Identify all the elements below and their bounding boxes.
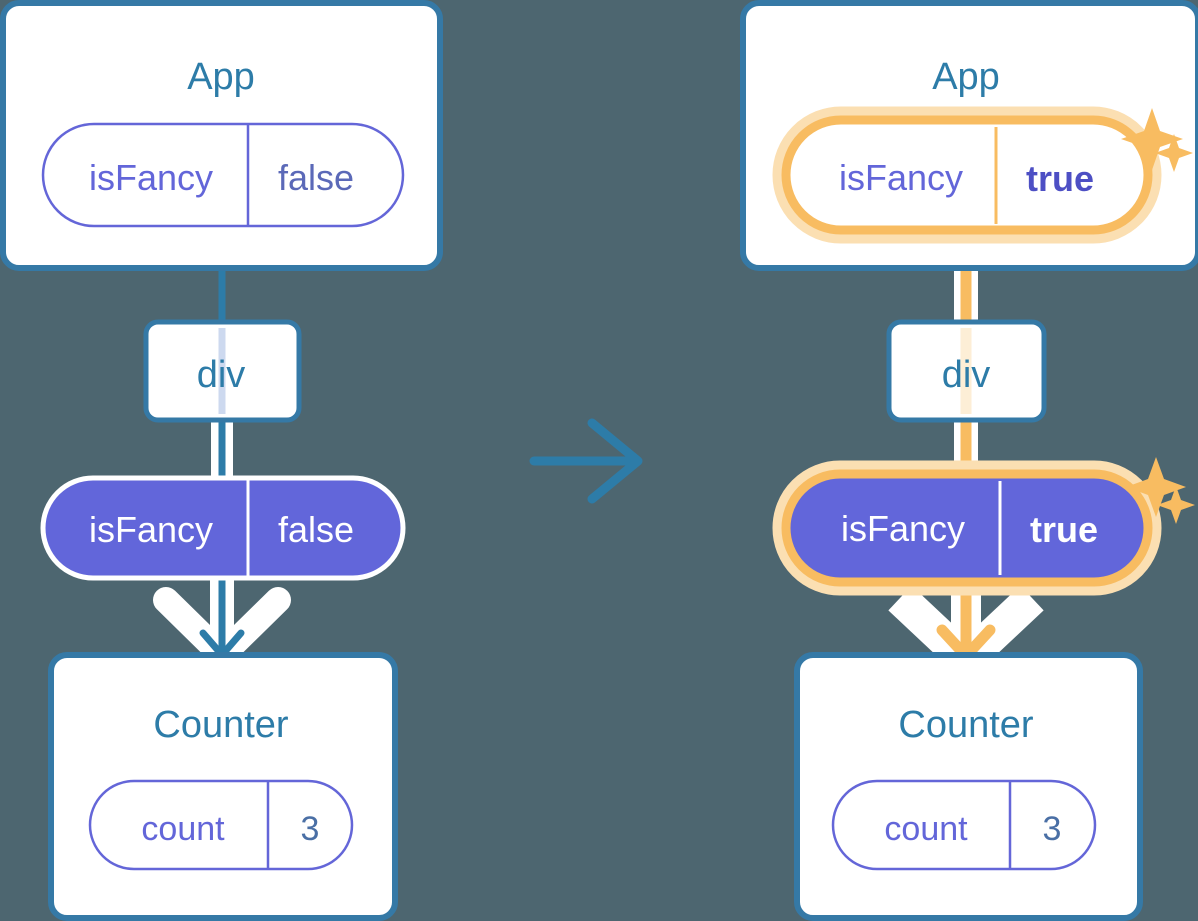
panel-after: App isFancy true div (740, 0, 1198, 921)
app-state-pill-before[interactable]: isFancy false (41, 122, 405, 228)
pill-key: count (884, 810, 968, 848)
pill-value: true (1026, 158, 1094, 199)
pill-key: isFancy (89, 157, 213, 198)
div-node-label: div (197, 354, 246, 396)
app-card-title: App (187, 56, 255, 98)
prop-pill-after[interactable]: isFancy true (772, 460, 1162, 596)
counter-state-pill-after[interactable]: count 3 (831, 779, 1097, 871)
sparkle-icon (1155, 134, 1193, 172)
div-node-before[interactable]: div (143, 319, 302, 423)
app-state-pill-after[interactable]: isFancy true (772, 106, 1162, 244)
counter-card-title: Counter (898, 704, 1034, 746)
pill-value: 3 (1043, 810, 1062, 848)
pill-frame (88, 779, 354, 871)
counter-card-title: Counter (153, 704, 289, 746)
pill-key: count (141, 810, 225, 848)
sparkle-group-app (1121, 108, 1193, 172)
counter-state-pill-before[interactable]: count 3 (88, 779, 354, 871)
pill-frame (40, 475, 406, 581)
sparkle-group-prop (1126, 457, 1195, 524)
arrow-right-icon (529, 418, 643, 504)
pill-value: 3 (301, 810, 320, 848)
sparkle-icon (1121, 108, 1183, 170)
panel-before: App isFancy false div isFancy false (0, 0, 443, 921)
pill-value: true (1030, 509, 1098, 550)
pill-frame (831, 779, 1097, 871)
sparkle-icon (1126, 457, 1186, 517)
pill-frame (41, 122, 405, 228)
pill-key: isFancy (841, 508, 965, 549)
app-card-title: App (932, 56, 1000, 98)
pill-key: isFancy (839, 157, 963, 198)
pill-highlight-ring (781, 469, 1153, 587)
pill-key: isFancy (89, 509, 213, 550)
sparkle-icon (1157, 486, 1195, 524)
div-node-label: div (942, 354, 991, 396)
pill-highlight-ring (781, 115, 1153, 235)
pill-highlight-glow (772, 460, 1162, 596)
prop-pill-before[interactable]: isFancy false (40, 475, 406, 581)
pill-value: false (278, 157, 354, 198)
div-node-after[interactable]: div (886, 319, 1047, 423)
counter-card-before[interactable]: Counter count 3 (48, 652, 398, 921)
pill-value: false (278, 509, 354, 550)
counter-card-after[interactable]: Counter count 3 (794, 652, 1143, 921)
pill-highlight-glow (772, 106, 1162, 244)
